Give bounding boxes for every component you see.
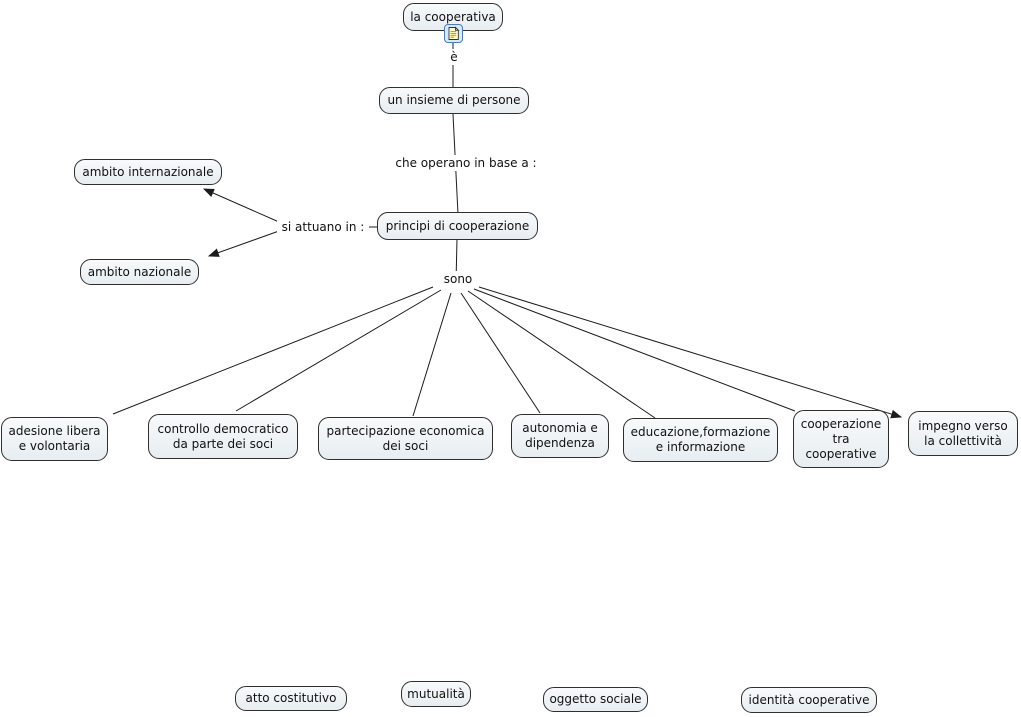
concept-node-principi-di-cooperazione[interactable]: principi di cooperazione bbox=[377, 212, 538, 240]
edge-sono-cooperazione bbox=[473, 288, 796, 412]
concept-node-mutualita[interactable]: mutualità bbox=[401, 681, 471, 707]
edge-sono-educazione bbox=[467, 290, 656, 419]
linking-phrase-si-attuano-in[interactable]: si attuano in : bbox=[277, 219, 369, 235]
linking-phrase-sono[interactable]: sono bbox=[437, 271, 479, 287]
edge-sono-controllo bbox=[235, 289, 442, 412]
concept-node-atto-costitutivo[interactable]: atto costitutivo bbox=[235, 686, 347, 711]
edge-sono-impegno bbox=[478, 286, 903, 419]
concept-node-educazione-formazione[interactable]: educazione,formazione e informazione bbox=[623, 418, 778, 462]
edge-sono-partecipazione bbox=[412, 292, 452, 417]
concept-node-partecipazione-economica[interactable]: partecipazione economica dei soci bbox=[318, 417, 493, 460]
concept-node-oggetto-sociale[interactable]: oggetto sociale bbox=[543, 687, 648, 712]
concept-node-ambito-internazionale[interactable]: ambito internazionale bbox=[74, 159, 222, 185]
concept-node-un-insieme-di-persone[interactable]: un insieme di persone bbox=[379, 87, 529, 114]
concept-node-autonomia-dipendenza[interactable]: autonomia e dipendenza bbox=[511, 414, 609, 458]
edge-sono-autonomia bbox=[460, 292, 541, 414]
linking-phrase-che-operano-in-base-a[interactable]: che operano in base a : bbox=[386, 155, 546, 171]
edge-siattuano-internazionale bbox=[202, 188, 280, 223]
resource-document-icon[interactable] bbox=[444, 24, 463, 43]
concept-node-impegno-collettivita[interactable]: impegno verso la collettività bbox=[908, 411, 1018, 456]
linking-phrase-e[interactable]: è bbox=[444, 49, 464, 65]
concept-node-ambito-nazionale[interactable]: ambito nazionale bbox=[80, 259, 199, 285]
concept-node-cooperazione-tra-cooperative[interactable]: cooperazione tra cooperative bbox=[793, 410, 889, 468]
edge-siattuano-nazionale bbox=[207, 230, 280, 257]
concept-node-adesione-libera[interactable]: adesione libera e volontaria bbox=[1, 417, 108, 461]
concept-node-controllo-democratico[interactable]: controllo democratico da parte dei soci bbox=[148, 414, 298, 459]
concept-node-identita-cooperative[interactable]: identità cooperative bbox=[741, 687, 877, 713]
edge-sono-adesione bbox=[112, 286, 434, 415]
